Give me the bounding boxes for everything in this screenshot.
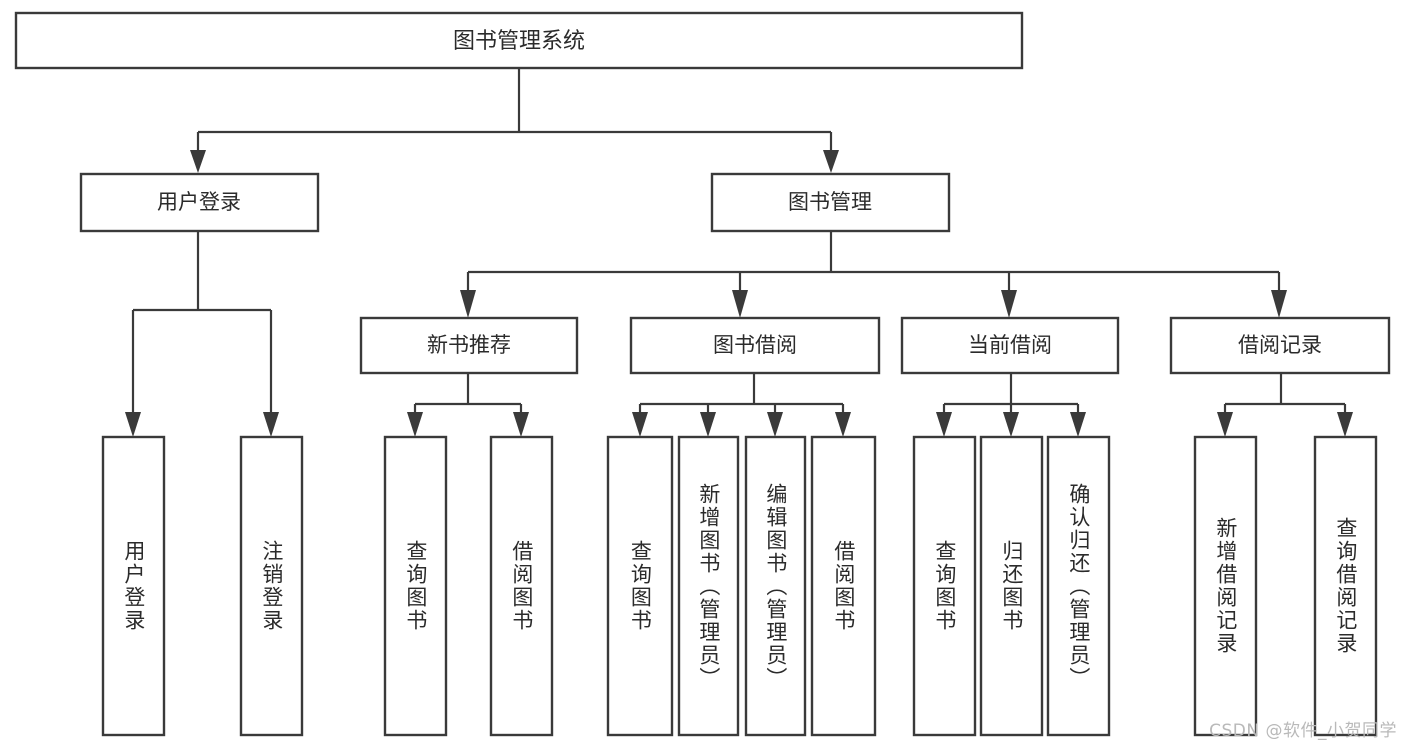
arrow-borrowrecord-leaf-2 (1337, 412, 1353, 437)
arrow-bm-to-new-book (460, 290, 476, 318)
leaf-box-user-login[interactable] (101, 435, 166, 737)
leaf-box-edit-book-admin[interactable] (744, 435, 807, 737)
arrow-bm-to-book-borrow (732, 290, 748, 318)
arrow-bookborrow-leaf-4 (835, 412, 851, 437)
node-book-borrow-label: 图书借阅 (713, 333, 797, 357)
leaf-box-borrow-book-2[interactable] (810, 435, 877, 737)
node-book-manage-box[interactable] (710, 172, 951, 233)
node-current-borrow-label: 当前借阅 (968, 333, 1052, 357)
arrow-currentborrow-leaf-2 (1003, 412, 1019, 437)
node-current-borrow-box[interactable] (900, 316, 1120, 375)
node-borrow-record[interactable]: 借阅记录 (1169, 316, 1391, 375)
node-borrow-record-label: 借阅记录 (1238, 333, 1322, 357)
arrow-currentborrow-leaf-3 (1070, 412, 1086, 437)
node-book-borrow-box[interactable] (629, 316, 881, 375)
node-current-borrow[interactable]: 当前借阅 (900, 316, 1120, 375)
leaf-box-group (101, 435, 1378, 737)
arrow-bookborrow-leaf-2 (700, 412, 716, 437)
node-book-manage[interactable]: 图书管理 (710, 172, 951, 233)
arrow-root-to-book-manage (823, 150, 839, 173)
leaf-box-query-book-2[interactable] (606, 435, 674, 737)
leaf-box-query-borrow-record[interactable] (1313, 435, 1378, 737)
arrow-currentborrow-leaf-1 (936, 412, 952, 437)
node-new-book-recommend-box[interactable] (359, 316, 579, 375)
leaf-box-confirm-return-admin[interactable] (1046, 435, 1111, 737)
leaf-box-query-book-3[interactable] (912, 435, 977, 737)
leaf-box-add-book-admin[interactable] (677, 435, 740, 737)
arrow-newbook-leaf-1 (407, 412, 423, 437)
node-new-book-recommend[interactable]: 新书推荐 (359, 316, 579, 375)
node-book-borrow[interactable]: 图书借阅 (629, 316, 881, 375)
arrow-newbook-leaf-2 (513, 412, 529, 437)
leaf-box-borrow-book-1[interactable] (489, 435, 554, 737)
node-user-login-box[interactable] (79, 172, 320, 233)
arrow-root-to-user-login (190, 150, 206, 173)
arrow-borrowrecord-leaf-1 (1217, 412, 1233, 437)
arrow-bm-to-current-borrow (1001, 290, 1017, 318)
connector-group (125, 68, 1353, 437)
node-root-label: 图书管理系统 (453, 29, 585, 54)
node-book-manage-label: 图书管理 (788, 190, 872, 214)
node-user-login-label: 用户登录 (157, 190, 241, 214)
arrow-userlogin-leaf-1 (125, 412, 141, 437)
node-root[interactable]: 图书管理系统 (14, 11, 1024, 70)
leaf-box-add-borrow-record[interactable] (1193, 435, 1258, 737)
node-borrow-record-box[interactable] (1169, 316, 1391, 375)
arrow-bm-to-borrow-record (1271, 290, 1287, 318)
leaf-box-logout-login[interactable] (239, 435, 304, 737)
node-root-box[interactable] (14, 11, 1024, 70)
arrow-userlogin-leaf-2 (263, 412, 279, 437)
node-new-book-recommend-label: 新书推荐 (427, 333, 511, 357)
node-user-login[interactable]: 用户登录 (79, 172, 320, 233)
arrow-bookborrow-leaf-1 (632, 412, 648, 437)
leaf-box-return-book[interactable] (979, 435, 1044, 737)
leaf-box-query-book-1[interactable] (383, 435, 448, 737)
csdn-watermark: CSDN @软件_小贺同学 (1209, 721, 1397, 741)
arrow-bookborrow-leaf-3 (767, 412, 783, 437)
